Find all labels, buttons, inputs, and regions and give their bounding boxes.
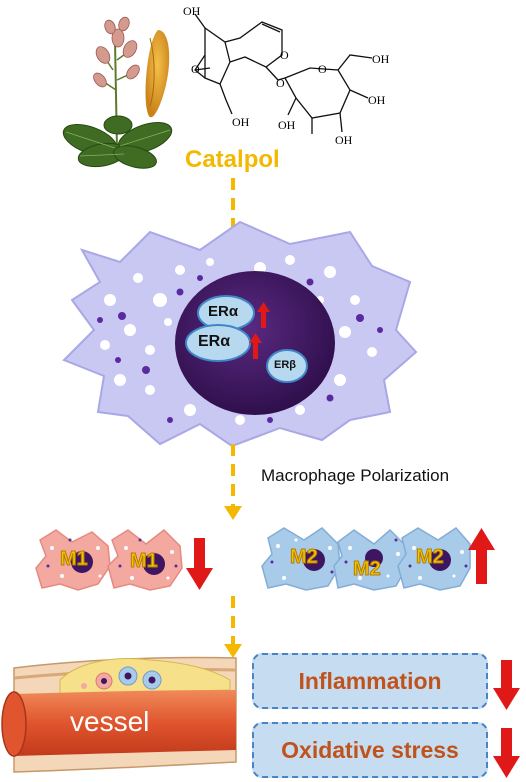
oh-label: OH: [278, 118, 296, 132]
catalpol-structure: [194, 13, 373, 134]
macrophage-cell: [62, 220, 418, 448]
inflammation-label: Inflammation: [298, 667, 442, 694]
ring-oxygen-label: O: [276, 76, 285, 90]
m1-label: M1: [130, 550, 159, 573]
oh-label: OH: [335, 133, 353, 147]
up-arrow-icon: [249, 333, 262, 359]
ring-oxygen-label: O: [191, 62, 200, 76]
er-beta-receptor: [266, 349, 308, 383]
oh-label: OH: [368, 93, 386, 107]
vessel-label: vessel: [70, 706, 150, 737]
oxidative-stress-label: Oxidative stress: [281, 736, 459, 763]
inflammation-box: Inflammation: [252, 653, 488, 709]
er-alpha-label: ERα: [198, 333, 231, 350]
er-alpha-label: ERα: [208, 303, 239, 320]
oh-label: OH: [372, 52, 390, 66]
m2-label: M2: [353, 558, 382, 581]
down-arrow-icon: [493, 660, 520, 710]
vessel-illustration: [1, 656, 237, 773]
ring-oxygen-label: O: [280, 48, 289, 62]
m1-label: M1: [60, 548, 89, 571]
oxidative-stress-box: Oxidative stress: [252, 722, 488, 778]
er-beta-label: ERβ: [274, 359, 296, 371]
rehmannia-plant-illustration: [62, 16, 173, 169]
up-arrow-icon: [257, 302, 270, 328]
oh-label: OH: [183, 4, 201, 18]
macrophage-polarization-label: Macrophage Polarization: [261, 466, 450, 485]
dashed-arrow-cell-to-polarization: [224, 444, 242, 520]
down-arrow-icon: [186, 538, 213, 590]
up-arrow-icon: [468, 528, 495, 584]
dashed-arrow-polarization-to-vessel: [224, 596, 242, 658]
ring-oxygen-label: O: [318, 62, 327, 76]
m2-label: M2: [416, 546, 445, 569]
oh-label: OH: [232, 115, 250, 129]
down-arrow-icon: [493, 728, 520, 778]
m2-macrophages: [261, 527, 471, 591]
m1-macrophages: [35, 529, 183, 591]
m2-label: M2: [290, 546, 319, 569]
catalpol-title: Catalpol: [185, 146, 280, 173]
